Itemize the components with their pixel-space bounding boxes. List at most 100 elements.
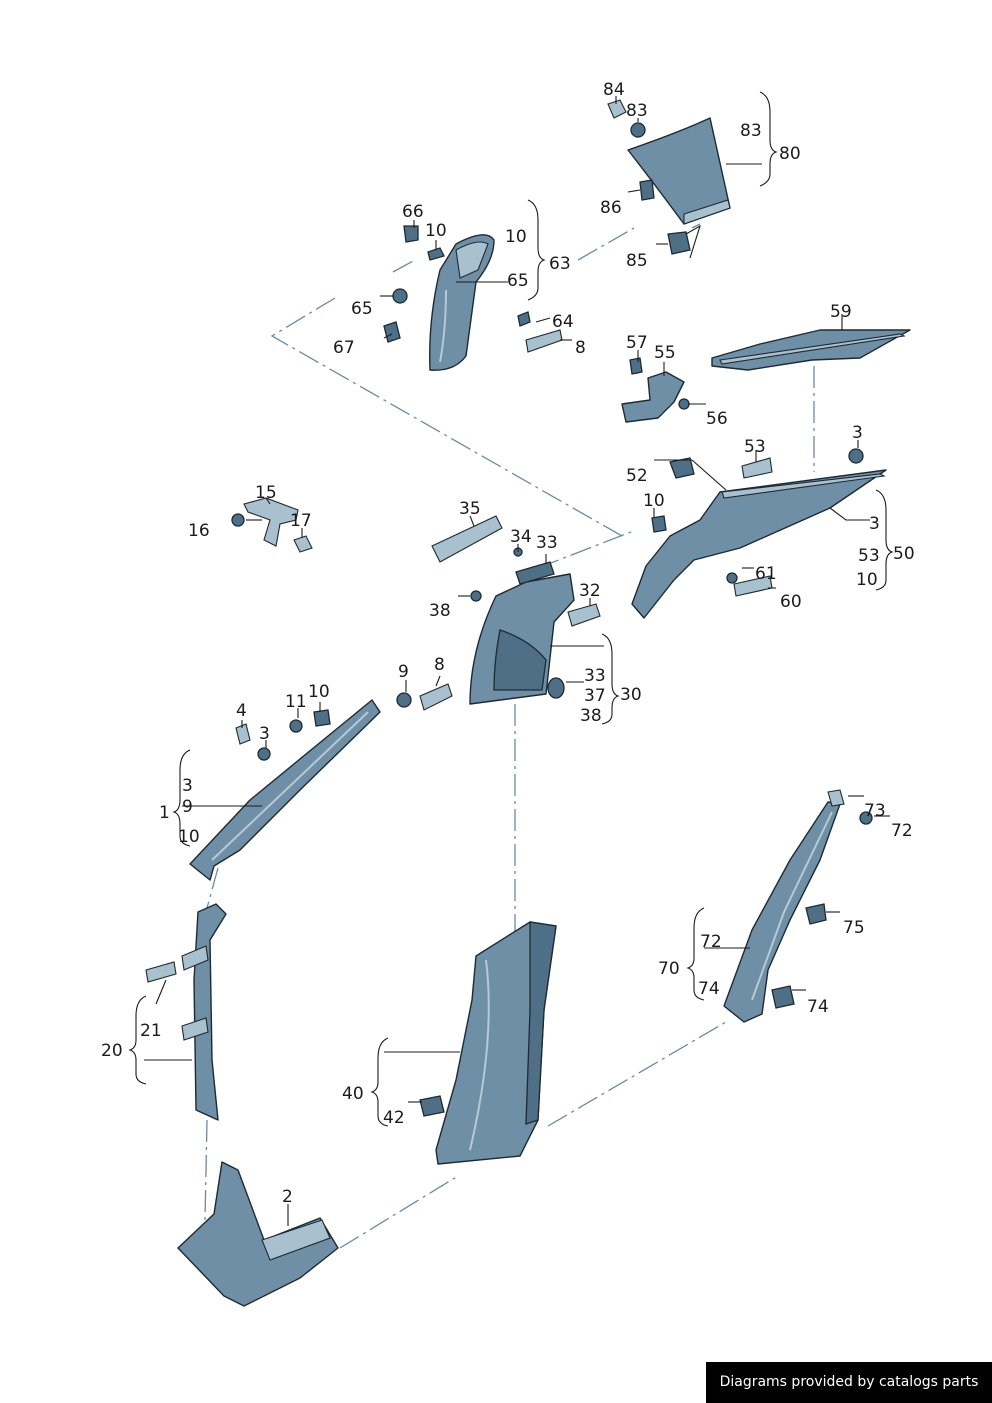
callout-42: 42 [383, 1108, 405, 1128]
callout-37: 37 [584, 686, 606, 706]
callout-70: 70 [658, 959, 680, 979]
cover-8-icon [419, 683, 453, 711]
clip-42-icon [419, 1095, 445, 1117]
callout-34: 34 [510, 527, 532, 547]
clip-52-icon [669, 457, 695, 479]
clip-17-icon [293, 535, 313, 553]
cover-21-icon [145, 961, 177, 983]
callout-3: 3 [852, 423, 863, 443]
callout-38: 38 [429, 601, 451, 621]
clip-4-icon [235, 723, 251, 745]
callout-38: 38 [580, 706, 602, 726]
callout-73: 73 [864, 801, 886, 821]
callout-64: 64 [552, 312, 574, 332]
callout-67: 67 [333, 338, 355, 358]
callout-4: 4 [236, 701, 247, 721]
clip-86-icon [639, 179, 655, 201]
callout-56: 56 [706, 409, 728, 429]
clip-10-icon-3 [313, 709, 331, 727]
callout-63: 63 [549, 254, 571, 274]
callout-3: 3 [869, 514, 880, 534]
callout-52: 52 [626, 466, 648, 486]
callout-10: 10 [178, 827, 200, 847]
clip-84-icon [607, 99, 627, 119]
clip-67-icon [383, 321, 401, 343]
callout-11: 11 [285, 692, 307, 712]
cover-32-icon [567, 603, 601, 627]
callout-10: 10 [643, 491, 665, 511]
credit-footer: Diagrams provided by catalogs parts [706, 1362, 992, 1403]
clip-85-icon [667, 231, 691, 255]
callout-59: 59 [830, 302, 852, 322]
callout-1: 1 [159, 803, 170, 823]
callout-10: 10 [856, 570, 878, 590]
clip-57-icon [629, 357, 643, 375]
callout-66: 66 [402, 202, 424, 222]
callout-3: 3 [259, 724, 270, 744]
cover-53-icon [741, 457, 773, 479]
clip-72-icon [859, 811, 873, 825]
callout-33: 33 [536, 533, 558, 553]
callout-8: 8 [434, 655, 445, 675]
callout-61: 61 [755, 564, 777, 584]
part-30-b-pillar-upper [431, 515, 601, 705]
callout-10: 10 [505, 227, 527, 247]
callout-57: 57 [626, 333, 648, 353]
screw-61-icon [726, 572, 738, 584]
screw-38-icon [470, 590, 482, 602]
callout-9: 9 [182, 797, 193, 817]
callout-30: 30 [620, 685, 642, 705]
part-70-rear-pillar-strip [723, 789, 873, 1023]
callout-84: 84 [603, 80, 625, 100]
part-50-c-pillar-trim [631, 448, 887, 619]
callout-75: 75 [843, 918, 865, 938]
callout-53: 53 [744, 437, 766, 457]
callout-10: 10 [425, 221, 447, 241]
part-63-a-pillar-trim [383, 225, 563, 371]
group-braces [128, 91, 894, 1127]
callout-15: 15 [255, 483, 277, 503]
callout-9: 9 [398, 662, 409, 682]
callout-35: 35 [459, 499, 481, 519]
part-40-b-pillar-lower [419, 921, 557, 1165]
callout-8: 8 [575, 338, 586, 358]
callout-53: 53 [858, 546, 880, 566]
assembly-guide-lines [204, 223, 815, 1249]
callout-2: 2 [282, 1187, 293, 1207]
clip-65-icon [392, 288, 408, 304]
screw-56-icon [678, 398, 690, 410]
clip-83-icon [630, 122, 646, 138]
callout-74: 74 [807, 997, 829, 1017]
part-20-a-pillar-lower [145, 903, 227, 1121]
callout-65: 65 [351, 299, 373, 319]
callout-10: 10 [308, 682, 330, 702]
callout-labels: 84 83 83 80 86 85 66 10 10 63 65 65 64 8… [101, 80, 915, 1207]
callout-74: 74 [698, 979, 720, 999]
clip-75-icon [805, 903, 827, 925]
callout-85: 85 [626, 251, 648, 271]
cover-64-icon [525, 329, 563, 353]
callout-32: 32 [579, 581, 601, 601]
clip-73-icon [827, 789, 845, 807]
callout-50: 50 [893, 544, 915, 564]
part-15-bracket [231, 497, 313, 553]
part-2-sill-trim [177, 1161, 339, 1307]
callout-21: 21 [140, 1021, 162, 1041]
screw-65-icon [517, 311, 531, 327]
callout-40: 40 [342, 1084, 364, 1104]
part-80-pillar-cover-upper [607, 99, 731, 259]
part-55-bracket [621, 357, 690, 423]
callout-72: 72 [700, 932, 722, 952]
callout-16: 16 [188, 521, 210, 541]
callout-17: 17 [290, 511, 312, 531]
clip-10-icon-2 [651, 515, 667, 533]
clip-9-icon [396, 692, 412, 708]
callout-72: 72 [891, 821, 913, 841]
callout-60: 60 [780, 592, 802, 612]
clip-11-icon [289, 719, 303, 733]
leader-lines [144, 96, 890, 1226]
callout-65: 65 [507, 271, 529, 291]
clip-3-icon-2 [257, 747, 271, 761]
callout-83: 83 [626, 101, 648, 121]
